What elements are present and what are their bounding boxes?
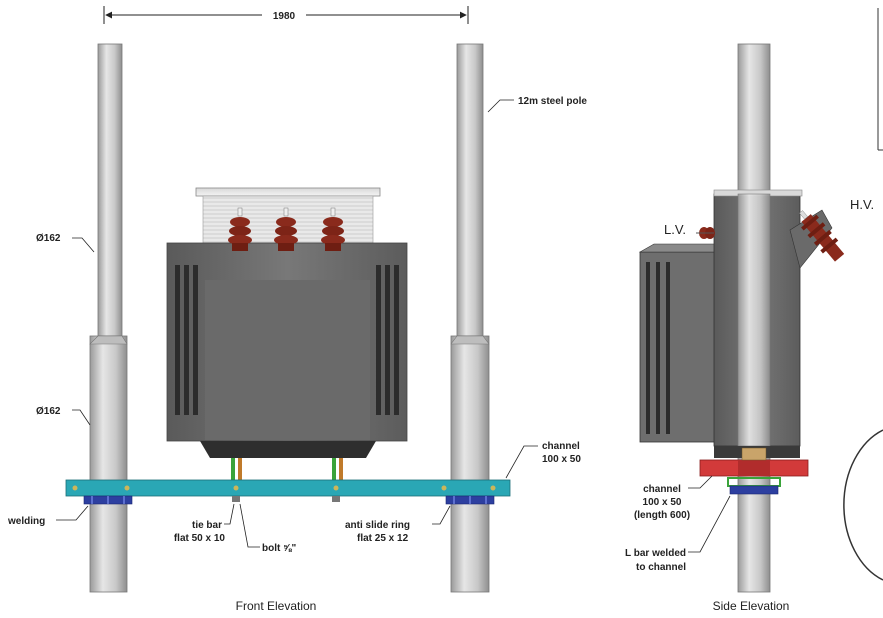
diameter-upper-label: Ø162 (36, 233, 61, 244)
side-channel-label-line1: channel (643, 484, 681, 495)
channel-front (65, 479, 511, 502)
channel-side (699, 447, 809, 495)
channel-label-line1: channel (542, 441, 580, 452)
lv-bushings-front (228, 207, 345, 251)
ring-label-line2: flat 25 x 12 (357, 533, 409, 544)
anti-slide-ring-right (445, 495, 495, 505)
lbar-label-line2: to channel (636, 562, 686, 573)
side-channel-label-line3: (length 600) (634, 510, 690, 521)
anti-slide-ring-left (83, 495, 133, 505)
front-annotations: 12m steel pole Ø162 Ø162 channel 100 x 5… (7, 96, 587, 613)
channel-label-line2: 100 x 50 (542, 454, 581, 465)
tie-bar-label-line2: flat 50 x 10 (174, 533, 226, 544)
transformer-side (638, 189, 845, 458)
front-elevation-caption: Front Elevation (236, 599, 317, 613)
radiator-fins-left (175, 265, 198, 415)
side-channel-label-line2: 100 x 50 (643, 497, 682, 508)
lbar-label-line1: L bar welded (625, 548, 686, 559)
tie-bar-label-line1: tie bar (192, 520, 222, 531)
left-pole (89, 43, 128, 593)
dimension-line: 1980 (103, 6, 469, 24)
hv-label: H.V. (850, 197, 874, 212)
side-annotations: L.V. H.V. channel 100 x 50 (length 600) … (625, 197, 874, 613)
transformer-front (166, 187, 408, 480)
right-pole (450, 43, 490, 593)
edge-fragments (843, 8, 883, 581)
side-elevation-caption: Side Elevation (713, 599, 790, 613)
hv-bushing-side (799, 210, 845, 262)
welding-label: welding (7, 516, 45, 527)
diameter-lower-label: Ø162 (36, 406, 61, 417)
lv-label: L.V. (664, 222, 686, 237)
radiator-fins-right (376, 265, 399, 415)
ring-label-line1: anti slide ring (345, 520, 410, 531)
bolt-label: bolt ⅝" (262, 543, 296, 554)
dimension-label: 1980 (273, 11, 296, 22)
lv-bushing-side (696, 227, 715, 239)
pole-label: 12m steel pole (518, 96, 587, 107)
